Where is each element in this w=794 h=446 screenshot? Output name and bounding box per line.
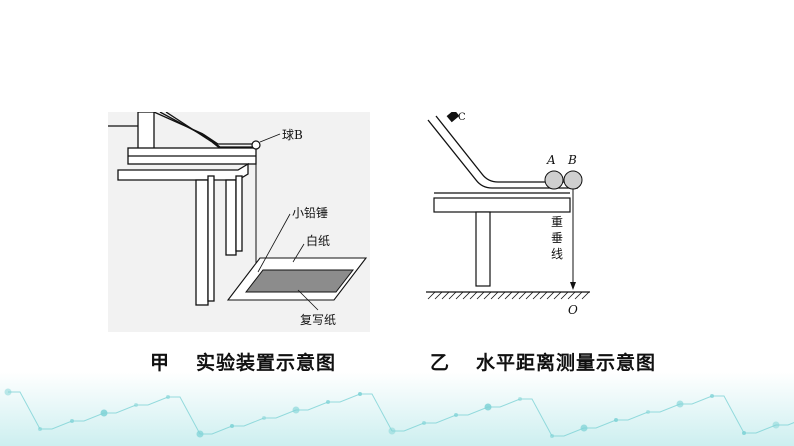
experiment-apparatus-figure: 球B 小铅锤 白纸 复写纸 [108,112,370,332]
label-origin: O [568,303,578,317]
rack-post [137,112,155,153]
caption-jia-tag: 甲 [150,352,171,374]
table-leg-back [225,179,237,256]
ball-b [251,140,261,150]
label-plumb-line: 重 垂 线 [551,215,567,261]
caption-jia-text: 实验装置示意图 [196,352,337,374]
ramp-top [427,119,578,189]
ball-b [563,170,583,190]
label-plumb-bob: 小铅锤 [292,205,328,220]
label-white-paper: 白纸 [306,233,330,248]
plumb-arrow [570,282,576,290]
ramp-bottom [435,115,578,183]
label-ball-b: B [567,153,577,167]
caption-yi: 乙 水平距离测量示意图 [430,348,656,375]
table-top [433,197,571,213]
caption-jia: 甲 实验装置示意图 [150,348,336,375]
ramp-top-block [446,112,460,123]
caption-yi-text: 水平距离测量示意图 [476,352,657,374]
table-top [117,162,249,181]
table-leg [195,179,209,306]
label-ball-b: 球B [282,128,303,142]
diagram-yi: C A B 重 垂 线 O [418,112,593,322]
ground-hatching [427,291,590,300]
table-leg [475,211,491,287]
label-ball-a: A [546,153,556,167]
horizontal-distance-figure: C A B 重 垂 线 O [418,112,593,322]
diagram-jia: 球B 小铅锤 白纸 复写纸 [108,112,370,332]
ball-a [544,170,564,190]
caption-yi-tag: 乙 [430,352,451,374]
label-carbon-paper: 复写纸 [300,313,336,327]
panel-background [418,112,593,322]
label-c: C [458,112,466,123]
carbon-paper [244,269,355,293]
decorative-network-band [0,372,794,446]
